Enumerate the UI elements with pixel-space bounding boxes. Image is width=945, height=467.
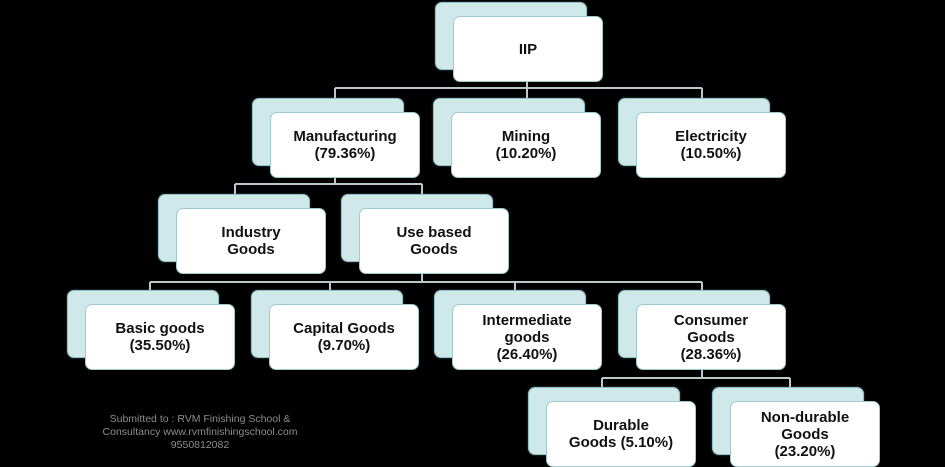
node-capital-goods-share: (9.70%) (317, 337, 371, 354)
node-front-panel: Non-durable Goods (23.20%) (730, 401, 880, 467)
node-front-panel: IIP (453, 16, 603, 82)
footer-line-submitted: Submitted to : RVM Finishing School & (109, 413, 291, 425)
node-consumer-goods-share: (28.36%) (680, 345, 742, 363)
node-manufacturing-title: Manufacturing (293, 128, 397, 145)
node-industry-goods-line2: Goods (227, 241, 275, 258)
node-non-durable-goods-share: (23.20%) (774, 442, 836, 460)
footer-credit: Submitted to : RVM Finishing School & Co… (40, 413, 360, 452)
node-durable-goods-line1: Durable (593, 417, 649, 434)
node-basic-goods-title: Basic goods (115, 320, 205, 337)
node-consumer-goods-line2: Goods (687, 328, 735, 346)
node-industry-goods-line1: Industry (221, 224, 281, 241)
node-front-panel: Capital Goods (9.70%) (269, 304, 419, 370)
node-electricity-title: Electricity (675, 128, 747, 145)
node-durable-goods-line2: Goods (5.10%) (568, 434, 674, 451)
node-front-panel: Mining (10.20%) (451, 112, 601, 178)
node-manufacturing-share: (79.36%) (314, 145, 376, 162)
node-consumer-goods-line1: Consumer (673, 311, 749, 329)
node-front-panel: Use based Goods (359, 208, 509, 274)
node-front-panel: Consumer Goods (28.36%) (636, 304, 786, 370)
node-use-based-goods-line2: Goods (410, 241, 458, 258)
node-front-panel: Intermediate goods (26.40%) (452, 304, 602, 370)
node-use-based-goods-line1: Use based (396, 224, 472, 241)
node-intermediate-goods-line2: goods (504, 328, 550, 346)
node-front-panel: Industry Goods (176, 208, 326, 274)
node-mining-title: Mining (501, 128, 551, 145)
node-intermediate-goods-line1: Intermediate (482, 311, 572, 329)
node-non-durable-goods-line1: Non-durable (760, 408, 850, 426)
node-front-panel: Electricity (10.50%) (636, 112, 786, 178)
node-intermediate-goods-share: (26.40%) (496, 345, 558, 363)
footer-line-phone: 9550812082 (170, 439, 230, 451)
node-basic-goods-share: (35.50%) (129, 337, 191, 354)
node-front-panel: Durable Goods (5.10%) (546, 401, 696, 467)
node-capital-goods-title: Capital Goods (293, 320, 395, 337)
node-iip-label: IIP (518, 40, 538, 58)
node-front-panel: Manufacturing (79.36%) (270, 112, 420, 178)
node-electricity-share: (10.50%) (680, 145, 742, 162)
footer-line-website: Consultancy www.rvmfinishingschool.com (102, 426, 298, 438)
node-non-durable-goods-line2: Goods (781, 425, 829, 443)
node-mining-share: (10.20%) (495, 145, 557, 162)
node-front-panel: Basic goods (35.50%) (85, 304, 235, 370)
